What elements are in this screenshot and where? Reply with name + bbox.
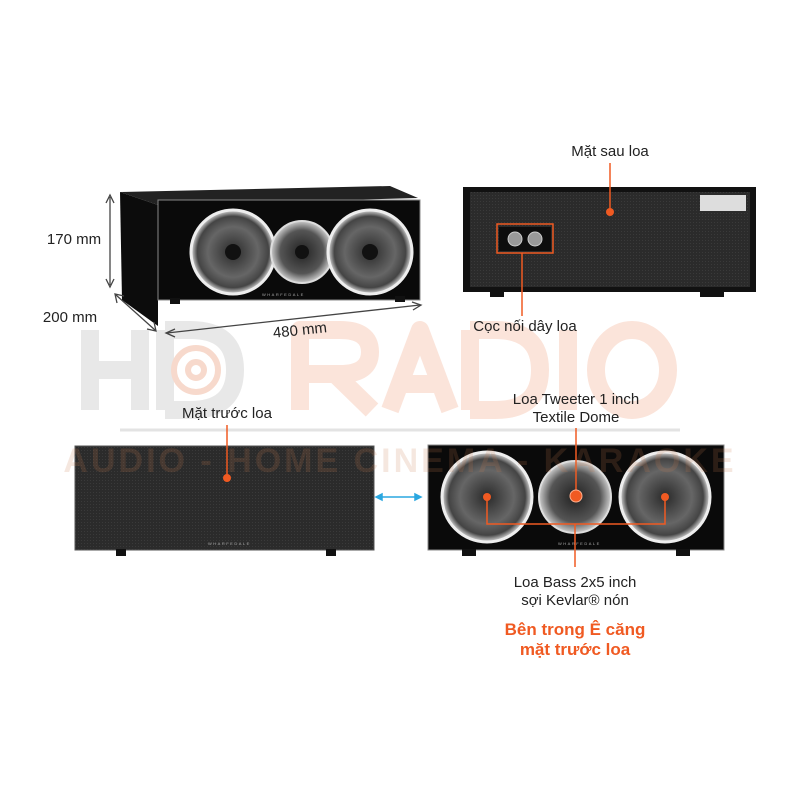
watermark-radio	[291, 321, 677, 419]
height-dimension-label: 170 mm	[46, 231, 102, 248]
double-arrow-icon	[374, 492, 423, 502]
svg-text:WHARFEDALE: WHARFEDALE	[558, 541, 601, 546]
tweeter-label-line1: Loa Tweeter 1 inch	[512, 391, 640, 408]
watermark-tagline: AUDIO - HOME CINEMA - KARAOKE	[63, 442, 736, 480]
spec-label	[700, 195, 746, 211]
svg-text:WHARFEDALE: WHARFEDALE	[262, 292, 305, 297]
watermark-logo	[81, 321, 677, 419]
bass-label-line1: Loa Bass 2x5 inch	[513, 574, 637, 591]
brand-logo: WHARFEDALE WHARFEDALE WHARFEDALE	[208, 292, 601, 546]
depth-dimension-label: 200 mm	[42, 309, 98, 326]
bass-label-line2: sợi Kevlar® nón	[521, 592, 629, 609]
speaker-driver-view	[427, 428, 725, 567]
note-line2: mặt trước loa	[519, 640, 631, 659]
terminal-highlight-box	[496, 223, 554, 254]
watermark-hd	[81, 321, 244, 419]
pointer-dot	[606, 208, 614, 216]
terminal-label: Cọc nối dây loa	[473, 318, 577, 335]
note-line1: Bên trong Ê căng	[504, 620, 646, 639]
back-view-title: Mặt sau loa	[571, 143, 649, 160]
speaker-front-grille-view	[74, 425, 375, 556]
svg-text:WHARFEDALE: WHARFEDALE	[208, 541, 251, 546]
front-view-title: Mặt trước loa	[182, 405, 272, 422]
tweeter-label-line2: Textile Dome	[532, 409, 620, 426]
watermark-target-icon	[171, 345, 221, 395]
speaker-back-view	[463, 163, 756, 316]
dimension-arrows	[105, 193, 423, 338]
speaker-perspective-view	[120, 186, 421, 326]
